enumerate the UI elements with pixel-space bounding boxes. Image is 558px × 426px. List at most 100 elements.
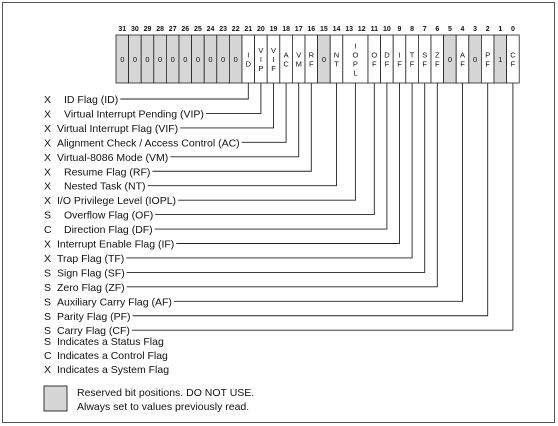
flag-type-letter: S: [44, 311, 51, 323]
bit-number: 12: [358, 26, 366, 33]
cell-label-char: P: [353, 60, 358, 69]
flag-name: Overflow Flag (OF): [64, 210, 153, 222]
cell-label: 0: [473, 55, 477, 64]
flag-type-letter: S: [44, 282, 51, 294]
cell-label-char: V: [271, 46, 276, 55]
bit-number: 13: [345, 26, 353, 33]
cell-label-char: F: [397, 60, 402, 69]
leader-lines: [120, 83, 514, 331]
flag-type-letter: X: [44, 123, 51, 135]
flag-name: Interrupt Enable Flag (IF): [57, 239, 174, 251]
cell-label-char: S: [422, 51, 427, 60]
flag-type-letter: S: [44, 267, 51, 279]
cell-label-char: I: [354, 42, 356, 51]
bit-number: 4: [461, 26, 465, 33]
cell-label-char: F: [485, 60, 490, 69]
cell-label-char: O: [352, 51, 358, 60]
leader-line: [132, 83, 489, 317]
bit-number: 29: [144, 26, 152, 33]
bit-number: 8: [410, 26, 414, 33]
bit-number: 5: [448, 26, 452, 33]
cell-label-char: V: [296, 51, 301, 60]
cell-label-char: V: [258, 46, 263, 55]
leader-line: [120, 83, 249, 100]
flag-type-letter: C: [44, 224, 52, 236]
reserved-note-line1: Reserved bit positions. DO NOT USE.: [77, 387, 254, 399]
flag-type-letter: S: [44, 296, 51, 308]
bit-number: 14: [333, 26, 341, 33]
cell-label: 0: [234, 55, 238, 64]
legend-letter: S: [44, 336, 51, 348]
cell-label-char: F: [385, 60, 390, 69]
flag-name: Direction Flag (DF): [64, 224, 153, 236]
cell-label-char: I: [272, 55, 274, 64]
flag-name: Alignment Check / Access Control (AC): [57, 137, 240, 149]
cell-label-char: I: [260, 55, 262, 64]
legend-letter: C: [44, 350, 52, 362]
flag-type-letter: X: [44, 166, 51, 178]
leader-line: [147, 83, 337, 187]
leader-line: [176, 83, 400, 244]
flag-name: Auxiliary Carry Flag (AF): [57, 296, 172, 308]
cell-label-char: F: [435, 60, 440, 69]
bit-number: 26: [181, 26, 189, 33]
flag-name: Virtual Interrupt Pending (VIP): [64, 108, 204, 120]
leader-line: [173, 83, 463, 302]
cell-label-char: R: [309, 51, 315, 60]
reserved-legend: Reserved bit positions. DO NOT USE. Alwa…: [43, 385, 254, 413]
bit-number: 15: [320, 26, 328, 33]
cell-label: 0: [208, 55, 212, 64]
cell-label-char: D: [246, 60, 252, 69]
cell-label: 0: [448, 55, 452, 64]
bit-number: 20: [257, 26, 265, 33]
leader-line: [131, 83, 514, 331]
leader-line: [155, 83, 375, 216]
cell-label-char: I: [247, 51, 249, 60]
cell-label-char: N: [334, 51, 339, 60]
bit-number: 11: [371, 26, 379, 33]
cell-label: 0: [322, 55, 326, 64]
bit-number: 22: [232, 26, 240, 33]
bit-number: 1: [498, 26, 502, 33]
cell-label-char: F: [410, 60, 415, 69]
flag-type-letter: X: [44, 94, 51, 106]
cell-label: 0: [183, 55, 187, 64]
flag-name: Carry Flag (CF): [57, 325, 130, 337]
flag-name: Resume Flag (RF): [64, 166, 150, 178]
bit-number: 17: [295, 26, 303, 33]
cell-label: 0: [171, 55, 175, 64]
reserved-note-line2: Always set to values previously read.: [77, 401, 249, 413]
cell-label-char: A: [284, 51, 289, 60]
legend-text: Indicates a Status Flag: [57, 336, 164, 348]
cell-label: 0: [133, 55, 137, 64]
reserved-swatch: [43, 385, 68, 412]
cell-label: 1: [498, 55, 502, 64]
flag-type-letter: X: [44, 152, 51, 164]
bit-number: 28: [156, 26, 164, 33]
flag-type-letter: X: [44, 239, 51, 251]
bit-number: 10: [383, 26, 391, 33]
bit-number: 18: [282, 26, 290, 33]
leader-line: [178, 83, 356, 201]
leader-line: [126, 83, 426, 273]
cell-label-char: F: [309, 60, 314, 69]
cell-label-char: Z: [435, 51, 440, 60]
flag-name: Virtual Interrupt Flag (VIF): [57, 123, 178, 135]
bit-number: 6: [435, 26, 439, 33]
bit-number: 7: [423, 26, 427, 33]
bit-number: 19: [270, 26, 278, 33]
cell-label-char: C: [510, 51, 516, 60]
flag-name: Trap Flag (TF): [57, 253, 124, 265]
bit-number: 21: [244, 26, 252, 33]
cell-label-char: A: [460, 51, 465, 60]
cell-label: 0: [221, 55, 225, 64]
cell-label-char: F: [422, 60, 427, 69]
bit-number: 27: [169, 26, 177, 33]
leader-line: [152, 83, 312, 172]
flag-name: Sign Flag (SF): [57, 267, 125, 279]
